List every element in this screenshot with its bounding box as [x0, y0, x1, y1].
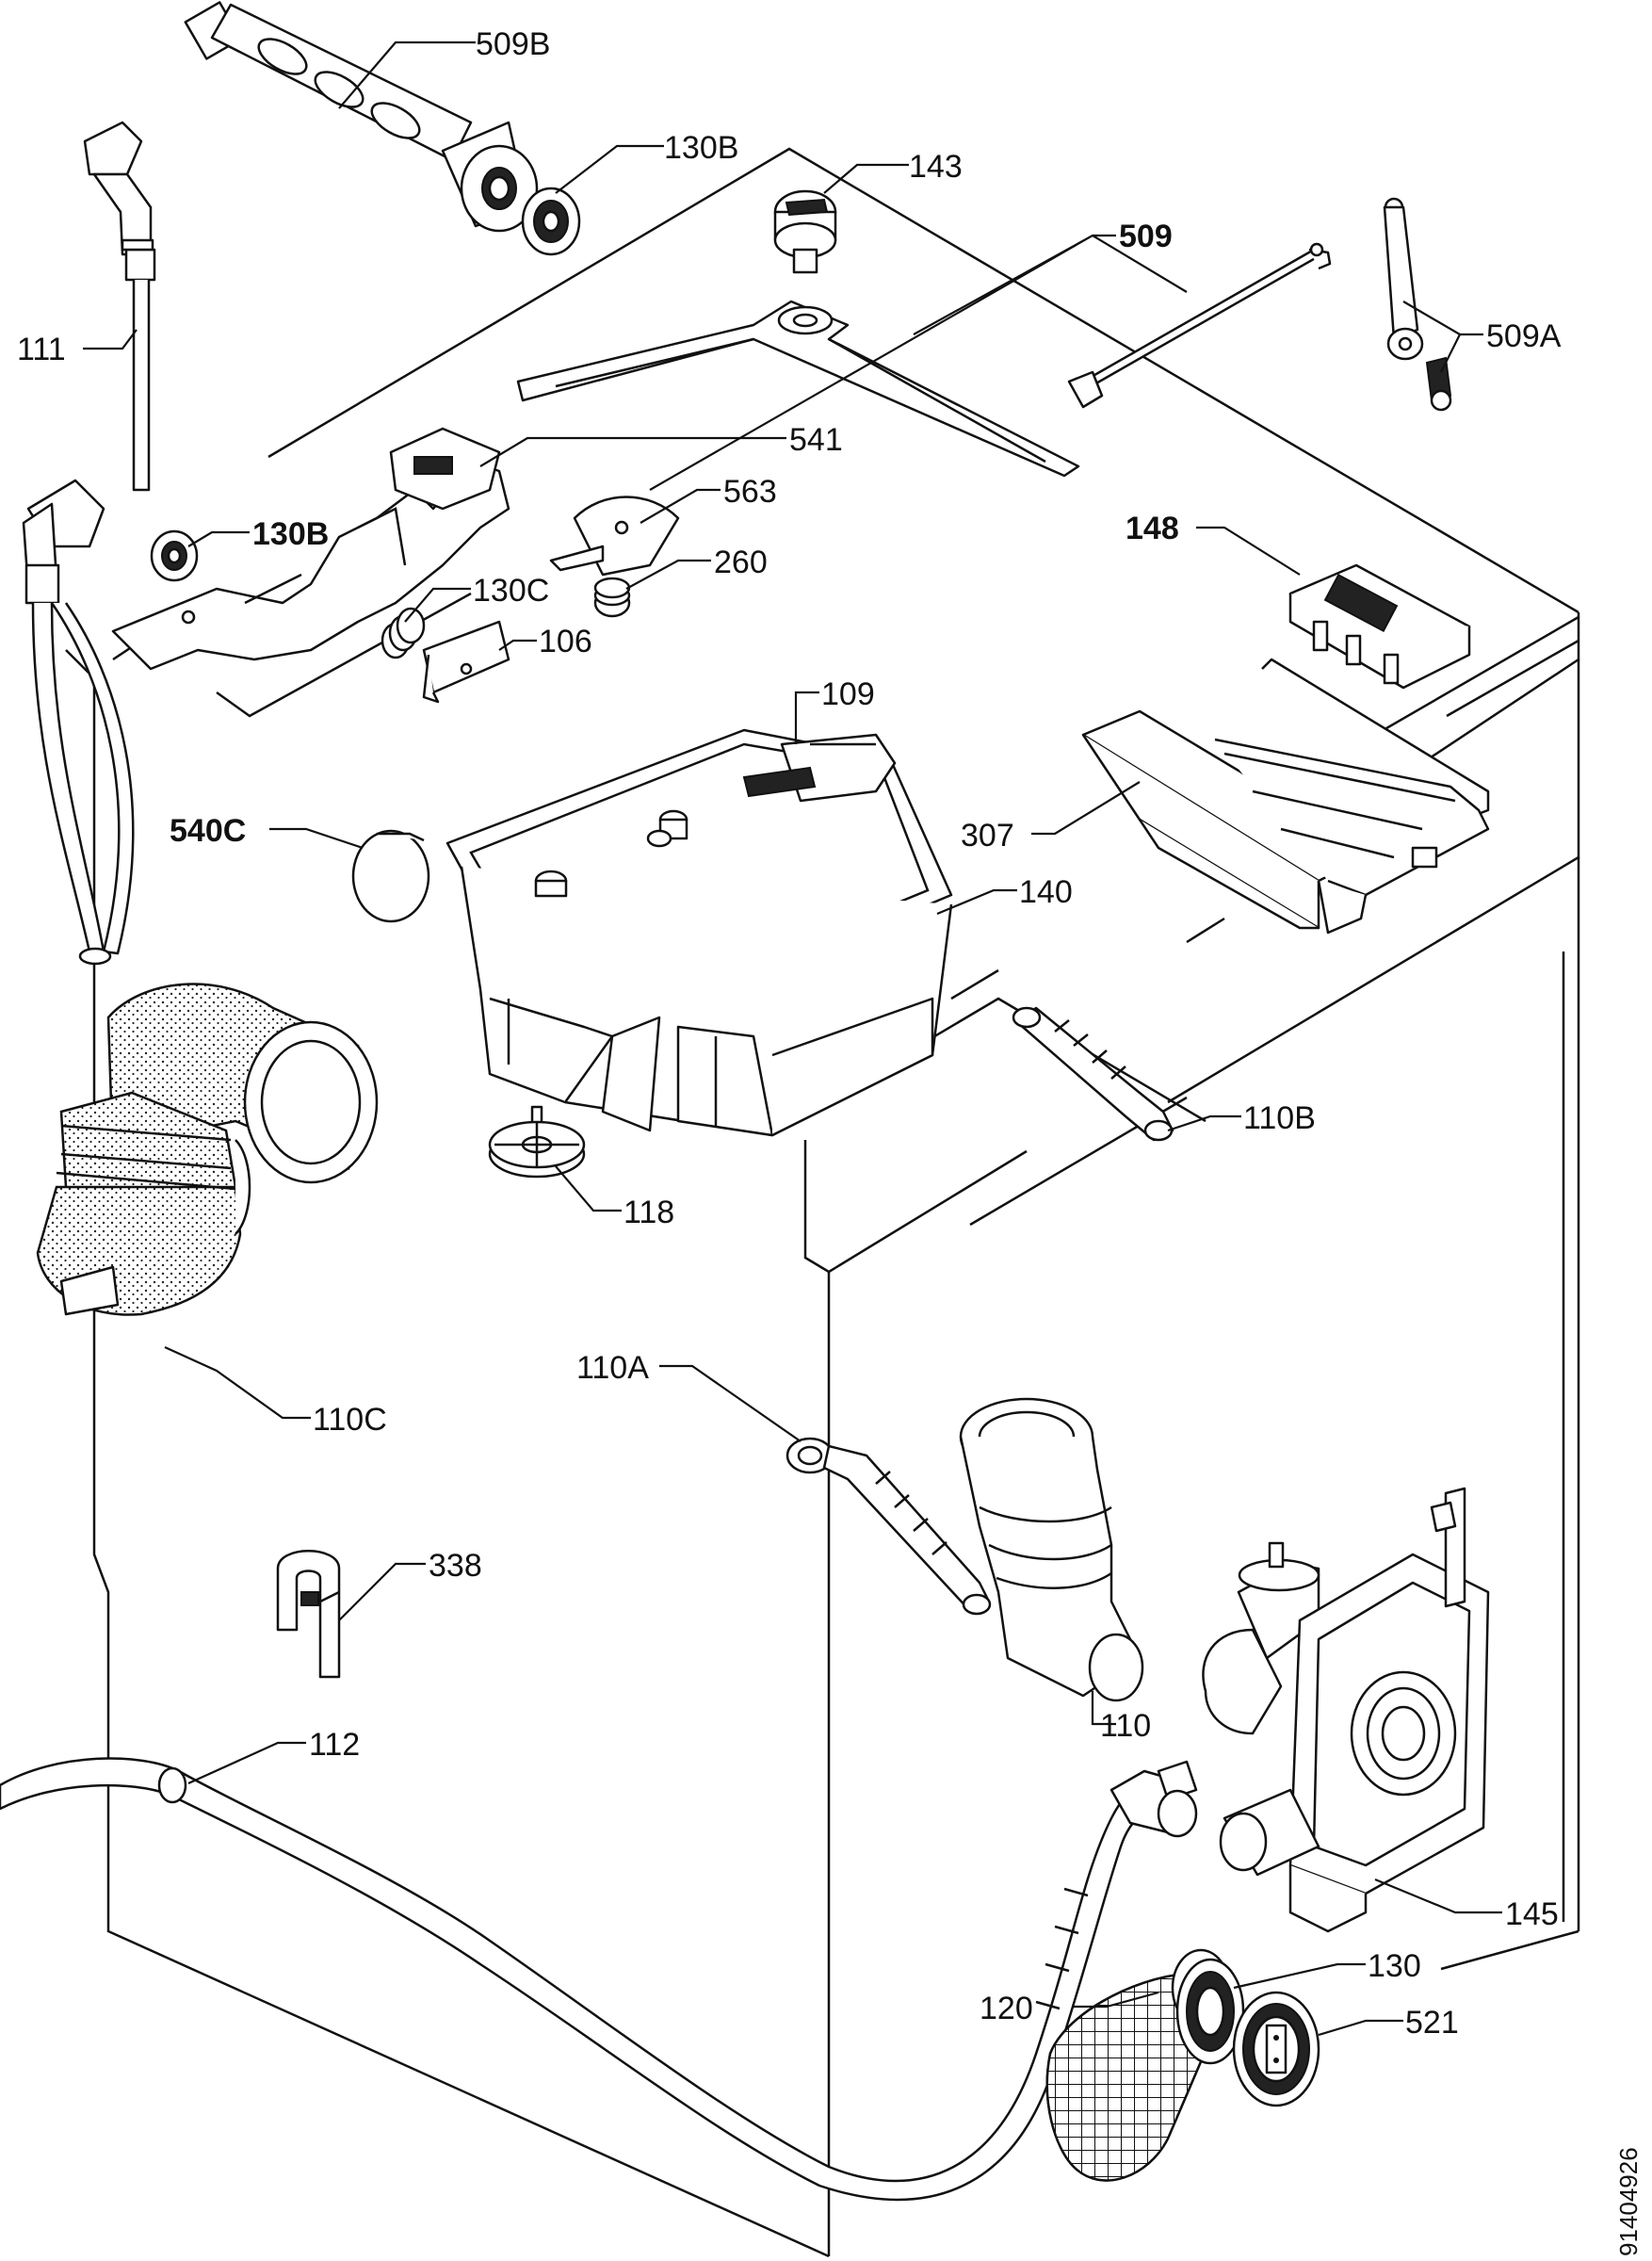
label-140: 140: [1019, 874, 1073, 910]
label-110c: 110C: [313, 1402, 387, 1438]
part-338-clip: [276, 1550, 341, 1679]
label-338: 338: [429, 1548, 482, 1584]
part-109-140-dispenser: [445, 728, 953, 1137]
label-109: 109: [821, 676, 875, 712]
label-120: 120: [980, 1991, 1033, 2026]
part-106-slider: [422, 620, 510, 704]
label-540c: 540C: [170, 813, 246, 849]
label-260: 260: [714, 545, 768, 580]
label-509a: 509A: [1486, 318, 1562, 354]
part-130b-ring-top: [521, 187, 581, 256]
part-509-rod: [1067, 242, 1332, 409]
label-148: 148: [1126, 511, 1179, 546]
label-563: 563: [723, 474, 777, 510]
cabinet-outline: [65, 147, 1580, 2258]
label-307: 307: [961, 818, 1014, 854]
part-260-spring: [593, 577, 631, 618]
leader-lines: [83, 41, 1502, 2037]
label-509b: 509B: [476, 26, 550, 62]
part-540c-seal: [351, 829, 430, 923]
label-118: 118: [624, 1195, 674, 1230]
part-307-drawer: [1081, 658, 1490, 935]
part-148-insert: [1288, 563, 1471, 690]
part-110a-hose: [786, 1437, 992, 1616]
label-130: 130: [1368, 1948, 1421, 1984]
part-521-cap: [1232, 1991, 1320, 2107]
part-563-cover: [549, 496, 680, 577]
label-541: 541: [789, 422, 843, 458]
label-130b-top: 130B: [664, 130, 738, 166]
part-541-bracket: [111, 427, 510, 671]
part-110-bellow-hose: [959, 1397, 1144, 1702]
part-130b-ring: [150, 529, 199, 582]
part-509-lever: [516, 300, 1080, 478]
label-130c: 130C: [473, 573, 549, 609]
label-521: 521: [1405, 2005, 1459, 2041]
part-145-pump: [1202, 1487, 1490, 1933]
label-110a: 110A: [576, 1350, 649, 1386]
label-130b: 130B: [252, 516, 329, 552]
part-143-knob: [773, 189, 837, 274]
label-110b: 110B: [1243, 1100, 1316, 1136]
label-111: 111: [17, 332, 66, 367]
part-labels: 509B 130B 143 509 509A 111 541 563 130B …: [17, 26, 1562, 2041]
part-y-hose: [22, 479, 135, 966]
label-509: 509: [1119, 219, 1173, 254]
part-111-inlet-hose: [83, 121, 156, 492]
part-130-seal: [1175, 1958, 1245, 2065]
part-118-impeller: [488, 1105, 586, 1179]
label-145: 145: [1505, 1896, 1559, 1932]
part-509a-lever: [1383, 197, 1452, 412]
reference-code: 91404926: [1614, 2147, 1643, 2256]
part-112-drain-hose: [0, 1757, 1198, 2202]
label-110: 110: [1100, 1708, 1151, 1744]
label-143: 143: [909, 149, 963, 185]
label-112: 112: [309, 1727, 360, 1763]
label-106: 106: [539, 624, 592, 659]
part-130c-spring: [381, 607, 426, 659]
part-110b-hose: [1012, 1006, 1174, 1142]
part-110c-sump-hose: [36, 983, 379, 1316]
